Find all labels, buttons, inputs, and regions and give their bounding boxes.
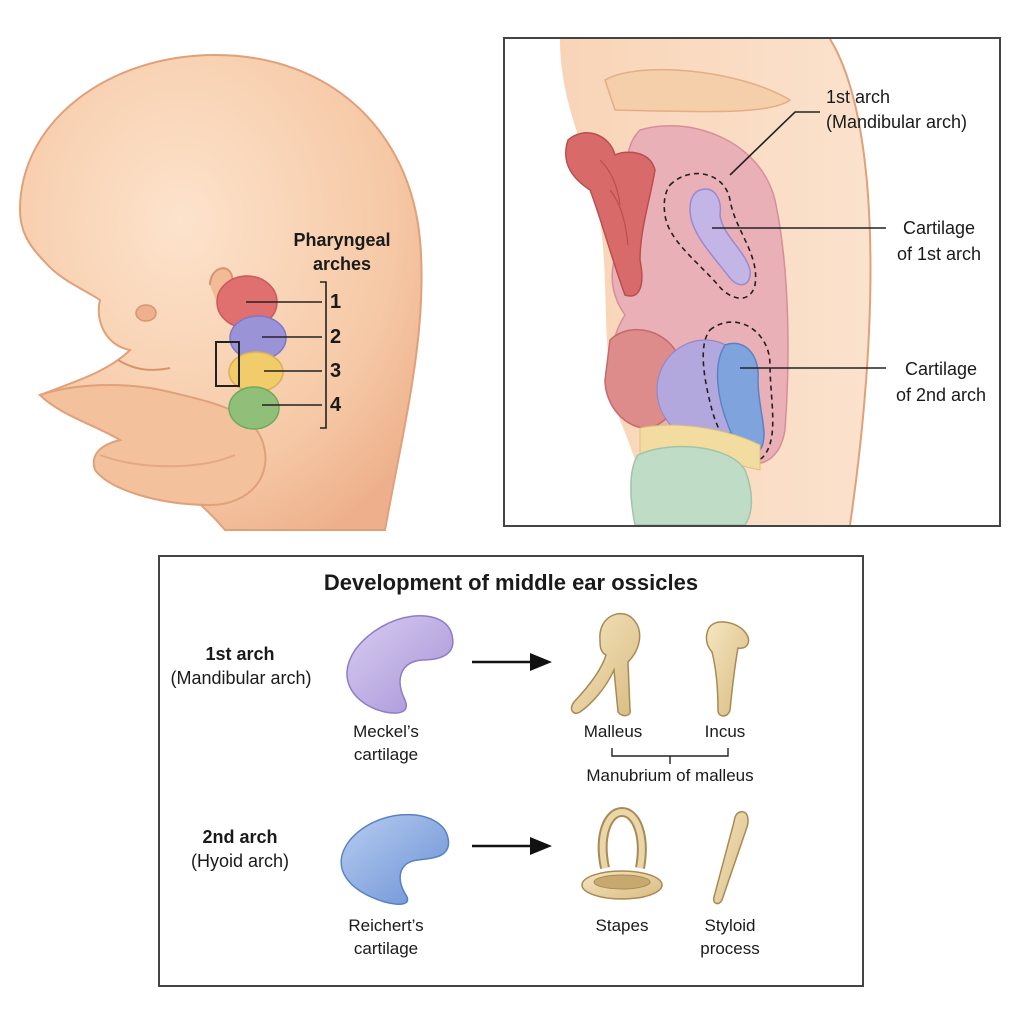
malleus-bone — [570, 612, 641, 717]
pharyngeal-arches-heading-line2: arches — [312, 254, 372, 274]
row1-arch-label: 1st arch — [205, 644, 275, 664]
arch-number-2: 2 — [330, 326, 342, 348]
ossicles-panel-title: Development of middle ear ossicles — [323, 570, 699, 595]
pharyngeal-arches-heading-line1: Pharyngeal — [293, 230, 391, 250]
reicherts-cartilage-label-line1: Reichert’s — [348, 916, 424, 935]
zoom-leader-lines — [712, 111, 886, 369]
styloid-label-line1: Styloid — [704, 916, 756, 935]
manubrium-bracket — [611, 748, 729, 764]
incus-bone — [705, 621, 750, 717]
stapes-label: Stapes — [595, 916, 649, 935]
label-cartilage-1-line2: of 1st arch — [896, 244, 982, 264]
stapes-bone — [581, 806, 663, 900]
label-1st-arch-line1: 1st arch — [826, 87, 891, 107]
arch-number-4: 4 — [330, 394, 342, 416]
ossicles-panel-frame — [158, 555, 864, 987]
row1-arch-sublabel: (Mandibular arch) — [170, 668, 312, 688]
malleus-label: Malleus — [583, 722, 643, 741]
label-cartilage-2-line1: Cartilage — [904, 359, 978, 379]
arrows — [472, 653, 552, 855]
label-cartilage-2-line2: of 2nd arch — [895, 385, 987, 405]
styloid-label-line2: process — [700, 939, 760, 958]
zoom-illustration — [505, 39, 872, 525]
reicherts-cartilage-shape — [340, 813, 450, 905]
manubrium-label: Manubrium of malleus — [586, 766, 754, 785]
label-1st-arch-line2: (Mandibular arch) — [826, 112, 968, 132]
label-cartilage-1-line1: Cartilage — [902, 218, 976, 238]
meckels-cartilage-label-line2: cartilage — [353, 745, 419, 764]
arch-number-1: 1 — [330, 291, 342, 313]
row2-arch-label: 2nd arch — [202, 827, 278, 847]
embryo-illustration — [18, 53, 423, 531]
reicherts-cartilage-label-line2: cartilage — [353, 939, 419, 958]
incus-label: Incus — [704, 722, 746, 741]
arch-leader-lines — [246, 281, 327, 429]
styloid-process-bone — [712, 811, 749, 905]
row2-arch-sublabel: (Hyoid arch) — [190, 851, 290, 871]
arch-number-3: 3 — [330, 360, 342, 382]
meckels-cartilage-shape — [346, 614, 454, 714]
meckels-cartilage-label-line1: Meckel’s — [353, 722, 419, 741]
